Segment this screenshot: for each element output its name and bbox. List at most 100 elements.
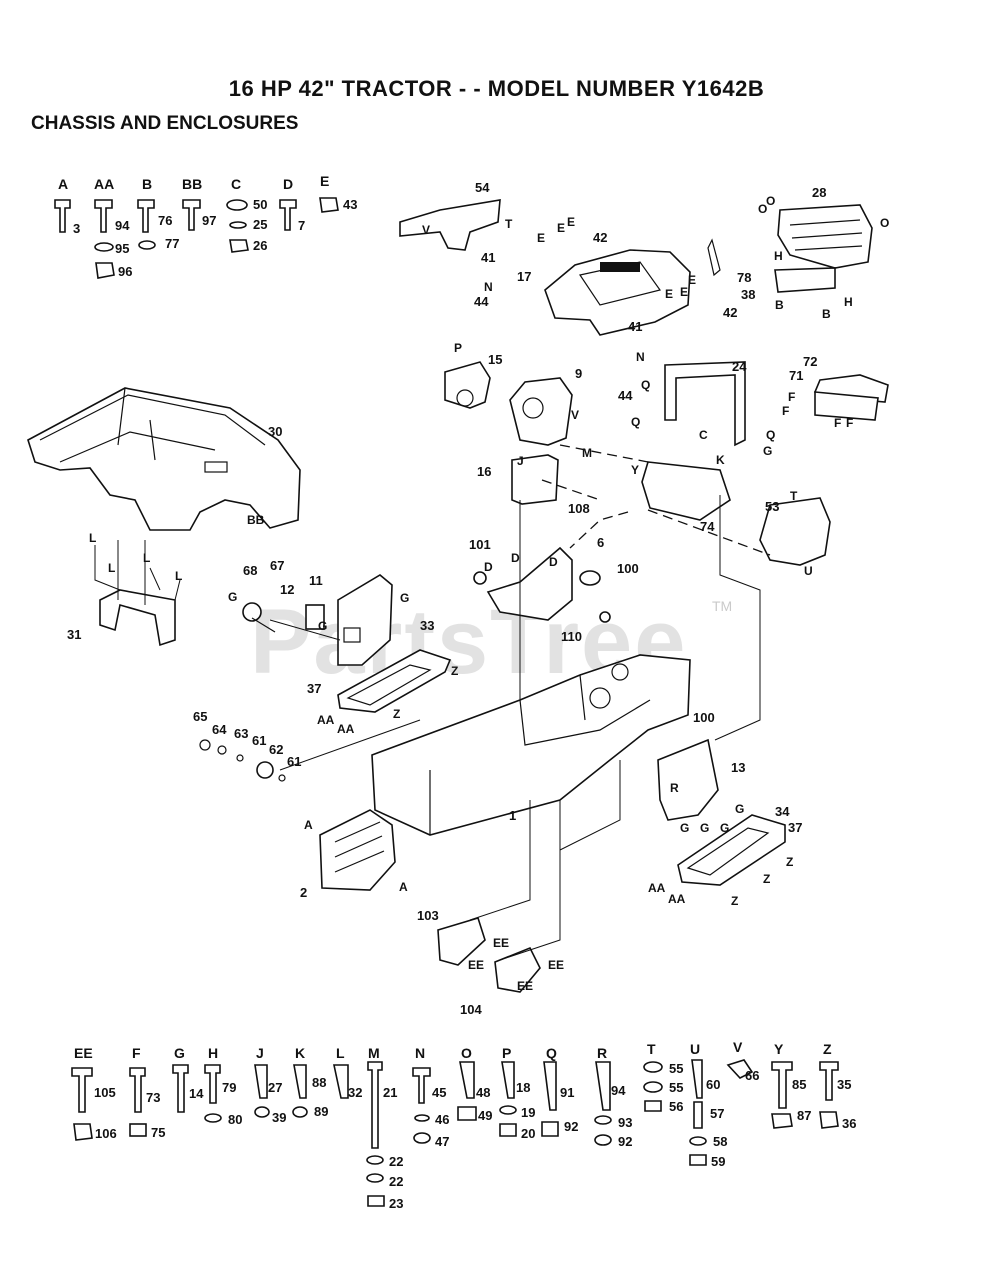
hardware-key-top: A 3 AA 94 95 96 B 76 77 BB 97 C 50 25 26…	[58, 173, 357, 279]
part-number: 56	[669, 1099, 683, 1114]
part-number: 60	[706, 1077, 720, 1092]
hardware-group-b: B 76 77	[142, 176, 179, 251]
callout-label: 104	[460, 1002, 482, 1017]
callout-label: 41	[481, 250, 495, 265]
part-number: 93	[618, 1115, 632, 1130]
callout-label: F	[834, 416, 841, 430]
hardware-group-m: M 21 22 22 23	[368, 1045, 403, 1211]
callout-label: B	[822, 307, 831, 321]
hardware-group-bb: BB 97	[182, 176, 216, 228]
callout-label: G	[680, 821, 689, 835]
callout-label: Z	[731, 894, 738, 908]
hardware-letter: E	[320, 173, 329, 189]
rear-fender-part	[27, 387, 301, 531]
part-number: 75	[151, 1125, 165, 1140]
part-number: 58	[713, 1134, 727, 1149]
callout-label: E	[680, 285, 688, 299]
hardware-group-j: J 27 39	[256, 1045, 286, 1125]
callout-label: L	[175, 569, 182, 583]
callout-label: 30	[268, 424, 282, 439]
callout-label: 28	[812, 185, 826, 200]
hardware-glyphs-top	[54, 197, 339, 279]
part-number: 92	[564, 1119, 578, 1134]
side-panel-part	[319, 809, 396, 891]
callout-label: O	[880, 216, 889, 230]
callout-label: E	[567, 215, 575, 229]
left-footrest-part	[337, 649, 452, 713]
callout-label: 31	[67, 627, 81, 642]
callout-label: G	[228, 590, 237, 604]
callout-label: Z	[451, 664, 458, 678]
callout-label: 101	[469, 537, 491, 552]
callout-label: O	[758, 202, 767, 216]
callout-label: N	[484, 280, 493, 294]
part-number: 25	[253, 217, 267, 232]
callout-label: 44	[474, 294, 489, 309]
hardware-group-p: P 18 19 20	[502, 1045, 535, 1141]
part-number: 89	[314, 1104, 328, 1119]
callout-label: N	[636, 350, 645, 364]
callout-label: EE	[468, 958, 484, 972]
hardware-letter: A	[58, 176, 68, 192]
part-number: 43	[343, 197, 357, 212]
part-number: 26	[253, 238, 267, 253]
hardware-group-f: F 73 75	[132, 1045, 165, 1140]
watermark-trademark: TM	[712, 598, 733, 614]
callout-labels: 54 V T E E E 41 42 17 N 44 78 E E E 41 4…	[67, 180, 889, 1017]
callout-label: R	[670, 781, 679, 795]
page-title: 16 HP 42" TRACTOR - - MODEL NUMBER Y1642…	[228, 76, 765, 101]
callout-label: 13	[731, 760, 745, 775]
callout-label: 9	[575, 366, 582, 381]
part-number: 95	[115, 241, 129, 256]
callout-label: Q	[641, 378, 650, 392]
part-number: 32	[348, 1085, 362, 1100]
callout-label: Z	[763, 872, 770, 886]
hardware-letter: Y	[774, 1041, 784, 1057]
hood-side-panel-part	[399, 199, 501, 251]
hardware-letter: V	[733, 1039, 743, 1055]
callout-label: L	[89, 531, 96, 545]
hardware-letter: U	[690, 1041, 700, 1057]
callout-label: E	[537, 231, 545, 245]
callout-label: L	[143, 551, 150, 565]
callout-label: A	[399, 880, 408, 894]
callout-label: 74	[700, 519, 715, 534]
callout-label: Q	[766, 428, 775, 442]
callout-label: K	[716, 453, 725, 467]
hardware-group-v: V 66	[733, 1039, 759, 1083]
callout-label: AA	[317, 713, 335, 727]
callout-label: H	[774, 249, 783, 263]
callout-label: 24	[732, 359, 747, 374]
callout-label: J	[517, 454, 524, 468]
callout-label: 44	[618, 388, 633, 403]
part-number: 49	[478, 1108, 492, 1123]
callout-label: EE	[517, 979, 533, 993]
part-number: 97	[202, 213, 216, 228]
part-number: 55	[669, 1061, 683, 1076]
hardware-letter: G	[174, 1045, 185, 1061]
hardware-letter: AA	[94, 176, 114, 192]
part-number: 73	[146, 1090, 160, 1105]
part-number: 47	[435, 1134, 449, 1149]
part-number: 14	[189, 1086, 204, 1101]
part-number: 76	[158, 213, 172, 228]
part-number: 23	[389, 1196, 403, 1211]
callout-label: T	[790, 489, 798, 503]
hardware-group-g: G 14	[174, 1045, 204, 1101]
callout-label: F	[782, 404, 789, 418]
hardware-letter: H	[208, 1045, 218, 1061]
hardware-letter: F	[132, 1045, 141, 1061]
callout-label: E	[688, 273, 696, 287]
callout-label: 11	[309, 573, 323, 588]
hardware-letter: T	[647, 1041, 656, 1057]
callout-label: V	[422, 223, 430, 237]
callout-label: B	[775, 298, 784, 312]
callout-label: G	[735, 802, 744, 816]
callout-label: 72	[803, 354, 817, 369]
callout-label: H	[844, 295, 853, 309]
hardware-letter: BB	[182, 176, 202, 192]
callout-label: G	[763, 444, 772, 458]
hardware-letter: B	[142, 176, 152, 192]
part-number: 106	[95, 1126, 117, 1141]
